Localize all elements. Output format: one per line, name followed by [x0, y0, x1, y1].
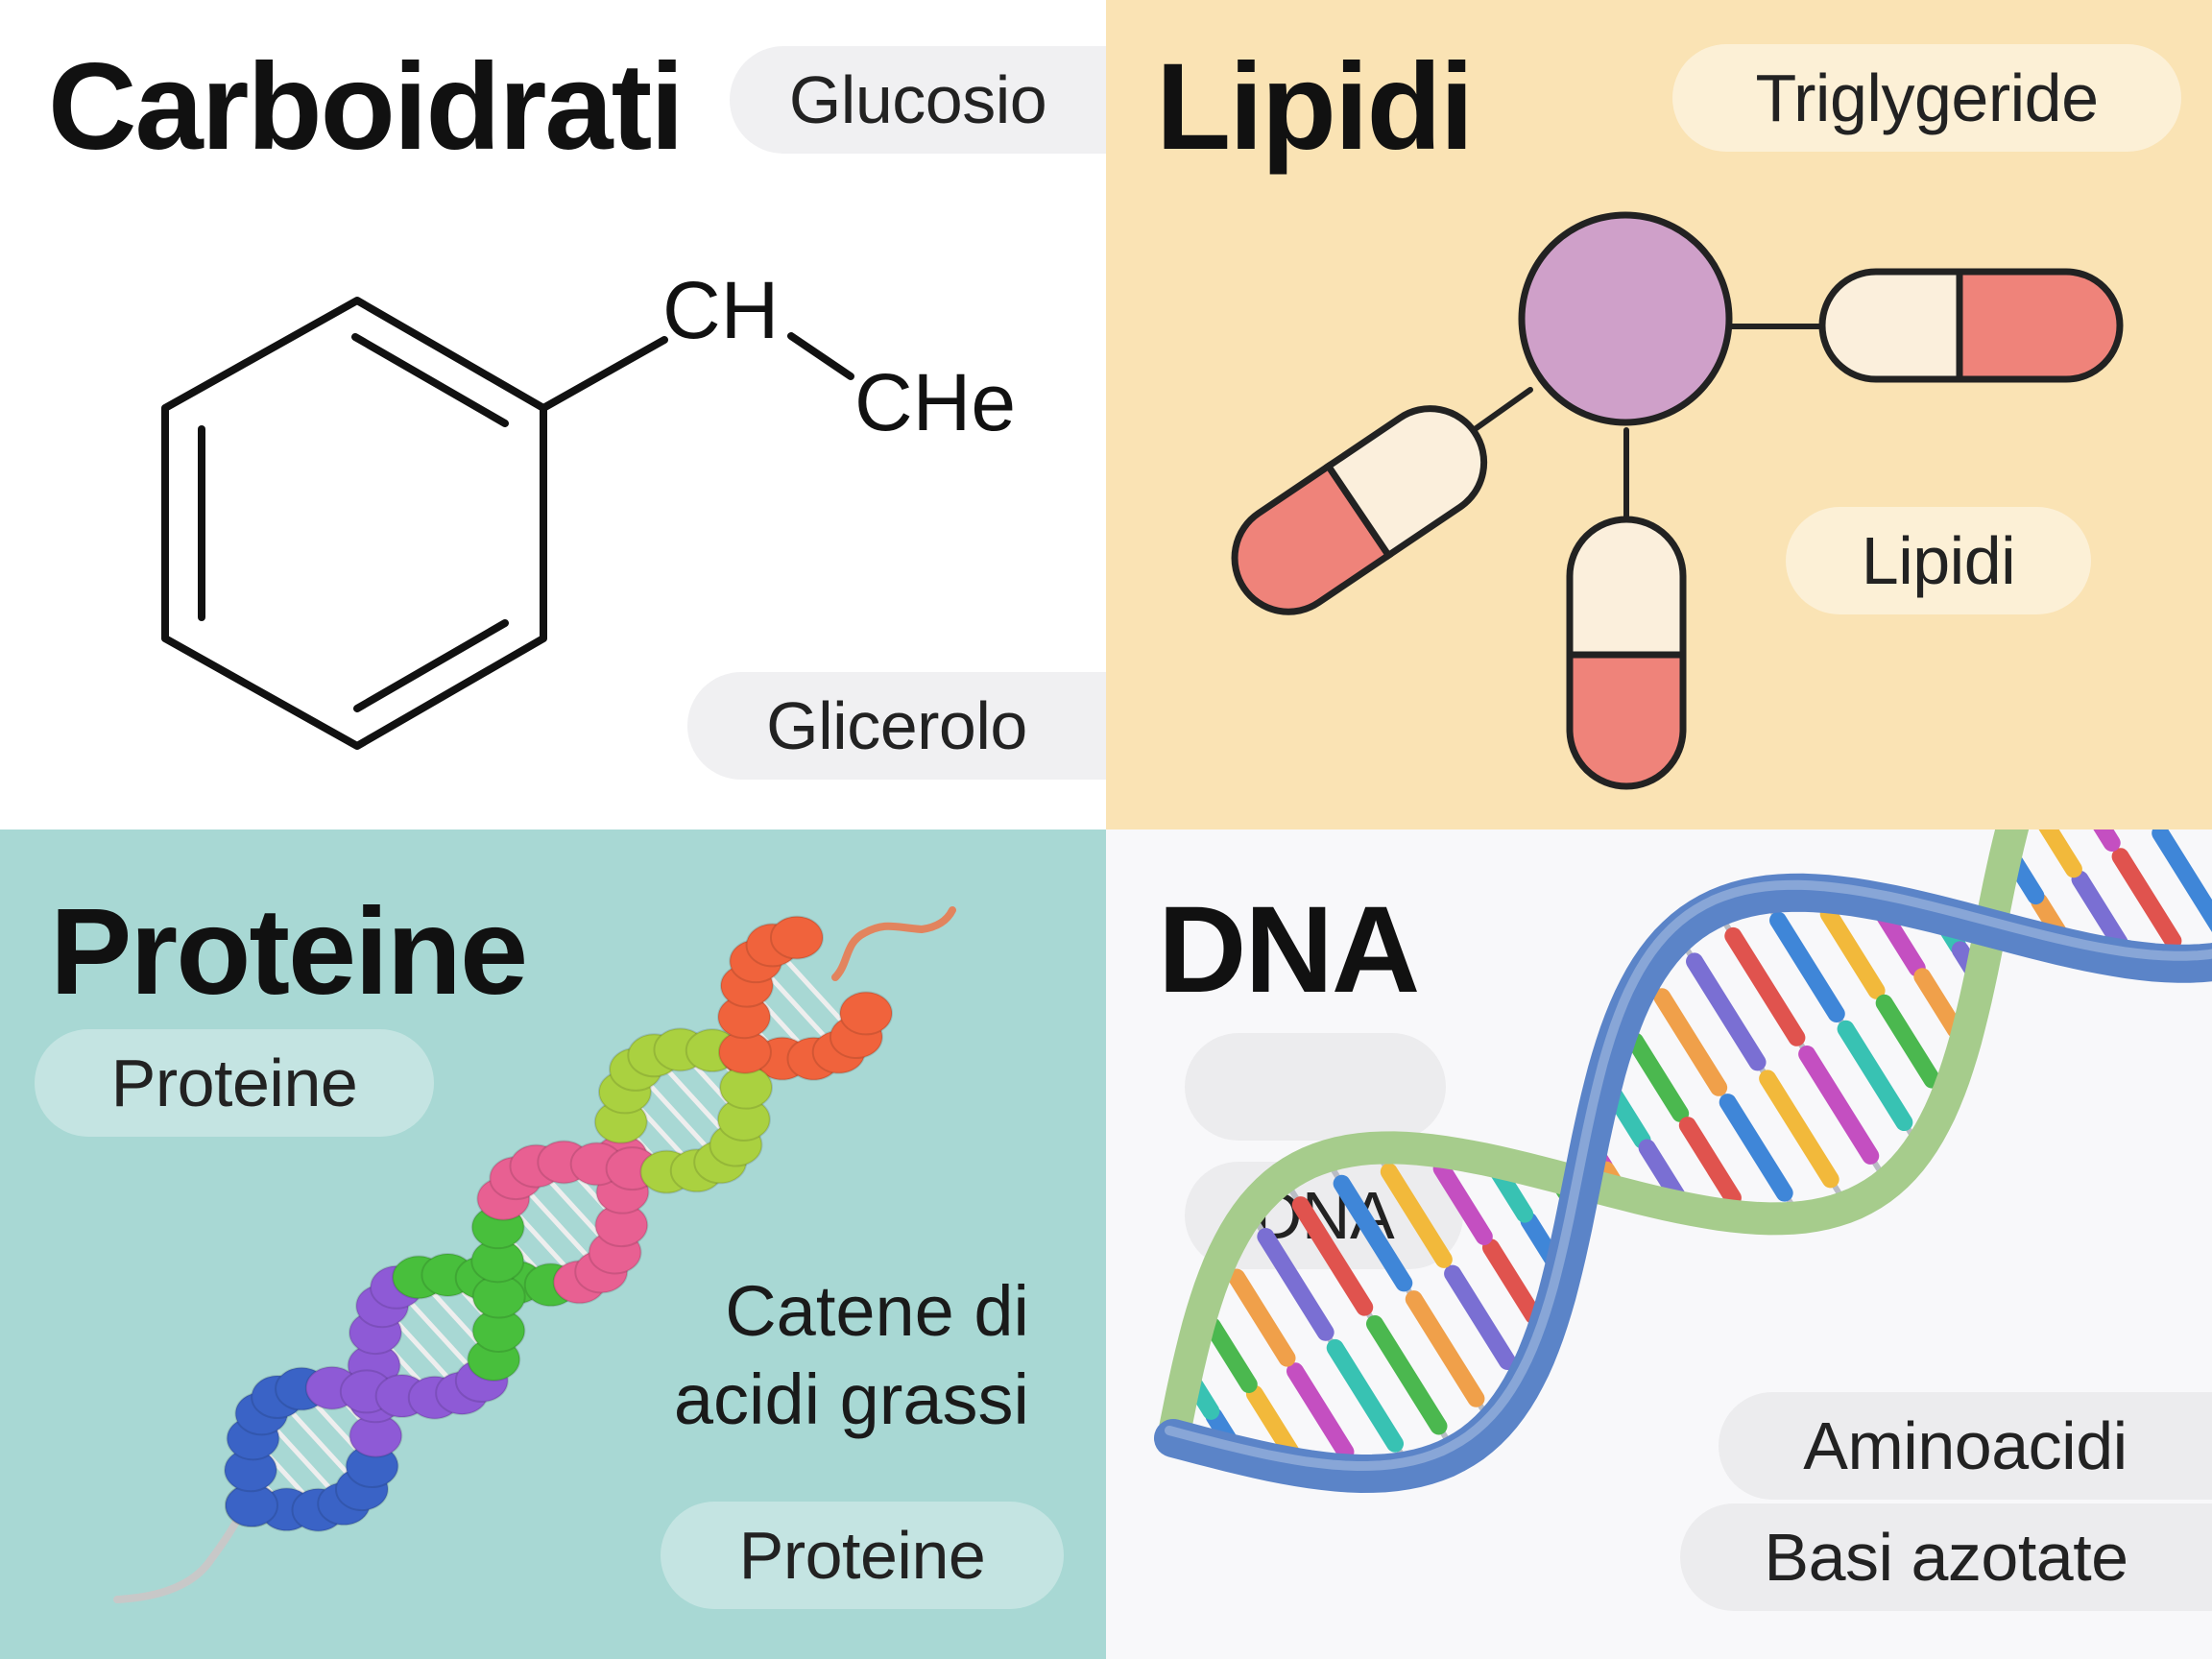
- panel-dna: DNA DNA Aminoacidi Basi azotate: [1106, 830, 2212, 1659]
- nitrogen-base: [1444, 1264, 1517, 1370]
- nitrogen-base: [1481, 1238, 1543, 1325]
- side-chain-bond-1: [540, 336, 668, 412]
- nitrogen-base: [1286, 1362, 1355, 1461]
- nitrogen-base: [2038, 830, 2082, 878]
- nitrogen-base: [1678, 1117, 1742, 1207]
- fatty-acid-tail-bottom: [1566, 516, 1687, 790]
- nitrogen-base: [1759, 1070, 1839, 1189]
- nitrogen-base: [1875, 994, 1941, 1089]
- fatty-acid-chain-label: Catene di acidi grassi: [674, 1267, 1029, 1444]
- nitrogen-base: [1837, 1020, 1913, 1132]
- nitrogen-base: [1724, 926, 1806, 1046]
- glucosio-pill: Glucosio: [730, 46, 1106, 154]
- lipidi-title: Lipidi: [1156, 38, 1474, 176]
- proteine-pill-bottom: Proteine: [661, 1502, 1064, 1609]
- benzene-structure: CH CHe: [161, 265, 1016, 750]
- glycerol-head: [1518, 211, 1733, 426]
- dna-base-pairs: [1183, 830, 2212, 1476]
- nitrogen-base: [1326, 1338, 1405, 1453]
- nitrogen-base: [1291, 1196, 1374, 1316]
- glicerolo-pill: Glicerolo: [687, 672, 1106, 780]
- chain-tail-gray: [113, 1507, 246, 1603]
- nitrogen-base: [2093, 830, 2121, 852]
- fatty-acid-tail-left: [1231, 405, 1488, 615]
- basi-azotate-pill: Basi azotate: [1680, 1503, 2212, 1611]
- dna-title: DNA: [1158, 881, 1420, 1019]
- group-ch: CH: [662, 265, 779, 355]
- double-bond-1: [351, 333, 509, 427]
- nitrogen-base: [1819, 904, 1886, 999]
- panel-proteine: Proteine Proteine Catene di acidi grassi…: [0, 830, 1106, 1659]
- nitrogen-base: [1203, 1317, 1258, 1394]
- nitrogen-base: [1769, 911, 1845, 1022]
- nitrogen-base: [2111, 848, 2182, 950]
- dna-strand-highlight: [1165, 879, 2212, 1472]
- nitrogen-base: [1405, 1290, 1485, 1407]
- nitrogen-base: [1638, 1139, 1686, 1205]
- chain-label-line1: Catene di: [725, 1271, 1029, 1351]
- fatty-acid-tail-right: [1818, 268, 2124, 383]
- nitrogen-base: [1366, 1314, 1448, 1435]
- chain-tails: [113, 906, 956, 1603]
- double-bond-2: [353, 619, 509, 712]
- triglyceride-diagram: [1231, 211, 2124, 790]
- dna-strand-green: [1157, 830, 2030, 1455]
- side-chain-bond-2: [787, 332, 854, 380]
- nitrogen-base: [1432, 1160, 1493, 1245]
- dna-empty-pill: [1185, 1033, 1446, 1141]
- nitrogen-base: [1653, 988, 1728, 1096]
- nitrogen-base: [1686, 952, 1767, 1071]
- nitrogen-base: [1380, 1163, 1453, 1268]
- panel-carboidrati: Carboidrati Glucosio Glicerolo CH CHe: [0, 0, 1106, 830]
- dna-strand-blue: [1154, 873, 2212, 1494]
- nitrogen-base: [2071, 870, 2128, 951]
- proteine-pill-top: Proteine: [35, 1029, 434, 1137]
- triglyceride-pill: Triglygeride: [1672, 44, 2181, 152]
- amino-bead: [839, 991, 894, 1036]
- nitrogen-base: [1333, 1174, 1413, 1292]
- panel-lipidi: Lipidi Triglygeride Lipidi: [1106, 0, 2212, 830]
- benzene-ring: [161, 297, 547, 750]
- chain-label-line2: acidi grassi: [673, 1359, 1029, 1439]
- nitrogen-base: [2152, 830, 2212, 932]
- nitrogen-base: [1626, 1032, 1690, 1122]
- nitrogen-base: [1719, 1094, 1793, 1202]
- group-che: CHe: [854, 357, 1016, 447]
- chain-tail-orange: [831, 906, 956, 981]
- helix-strand-b: [224, 915, 824, 1527]
- amino-bead: [769, 915, 824, 960]
- nitrogen-base: [1798, 1045, 1880, 1165]
- nitrogen-base: [1257, 1227, 1334, 1341]
- proteine-title: Proteine: [50, 883, 528, 1021]
- protein-helix: [113, 906, 956, 1603]
- carboidrati-title: Carboidrati: [48, 38, 685, 176]
- nitrogen-base: [1228, 1268, 1296, 1367]
- lipidi-pill: Lipidi: [1786, 507, 2091, 614]
- nitrogen-base: [1913, 968, 1964, 1039]
- nitrogen-base: [1875, 906, 1926, 977]
- aminoacidi-pill: Aminoacidi: [1719, 1392, 2212, 1500]
- dna-double-helix: [1154, 830, 2212, 1494]
- nitrogen-base: [1245, 1384, 1300, 1461]
